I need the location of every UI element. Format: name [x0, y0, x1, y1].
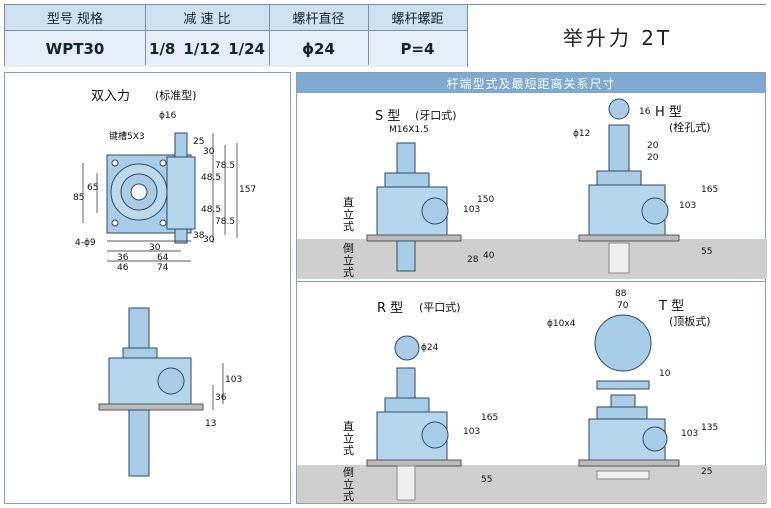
- dim-label: 30: [149, 243, 161, 253]
- dim-label: 78.5: [215, 217, 236, 227]
- dim-label: 13: [205, 419, 217, 429]
- hole-label: 4-ϕ9: [75, 238, 96, 248]
- dim-label: 10: [659, 369, 671, 379]
- inverted-label: 倒立式: [343, 242, 354, 279]
- dim-label: 48.5: [201, 205, 222, 215]
- t-type-note: (顶板式): [669, 315, 711, 328]
- dim-label: 25: [701, 467, 713, 477]
- dim-label: 48.5: [201, 173, 222, 183]
- dim-label: 30: [203, 147, 215, 157]
- dim-label: 38: [193, 231, 205, 241]
- r-type-note: (平口式): [419, 301, 461, 314]
- left-title: 双入力: [91, 89, 131, 104]
- header-pitch-title: 螺杆螺距: [368, 5, 467, 31]
- dim-label: 46: [117, 263, 129, 273]
- header-diameter-title: 螺杆直径: [269, 5, 368, 31]
- ratio-1: 1/8: [149, 40, 176, 58]
- t-type-name: T 型: [659, 299, 685, 314]
- h-type-name: H 型: [655, 105, 682, 120]
- left-title-note: (标准型): [155, 89, 197, 102]
- s-thread: M16X1.5: [389, 125, 429, 135]
- double-input-panel: 双入力 (标准型) ϕ16 键槽5X3 25: [4, 72, 291, 504]
- dim-label: 65: [87, 183, 99, 193]
- dim-label: 157: [239, 185, 257, 195]
- dim-label: 30: [203, 235, 215, 245]
- divider: [297, 281, 765, 282]
- dim-label: 28: [467, 255, 479, 265]
- rod-end-title: 杆端型式及最短距离关系尺寸: [297, 73, 765, 93]
- spec-header-table: 型号 规格 减 速 比 螺杆直径 螺杆螺距 WPT30 1/8 1/12 1/2…: [4, 4, 767, 67]
- dim-label: 20: [647, 141, 659, 151]
- upright-label: 直立式: [343, 196, 354, 233]
- header-ratio-title: 减 速 比: [145, 5, 269, 31]
- s-type-note: (牙口式): [415, 109, 457, 122]
- dim-label: 74: [157, 263, 169, 273]
- rod-end-drawings: [297, 98, 767, 503]
- dim-label: 55: [481, 475, 493, 485]
- ratio-2: 1/12: [183, 40, 221, 58]
- dim-label: 78.5: [215, 161, 236, 171]
- dim-label: 20: [647, 153, 659, 163]
- header-model-title: 型号 规格: [5, 5, 145, 31]
- rod-end-panel: 杆端型式及最短距离关系尺寸: [296, 72, 767, 504]
- dim-label: 135: [701, 423, 719, 433]
- r-type-name: R 型: [377, 301, 404, 316]
- dim-label: 70: [617, 301, 629, 311]
- dim-label: 103: [463, 427, 481, 437]
- t-holes: ϕ10x4: [547, 319, 576, 329]
- dim-label: 103: [225, 375, 243, 385]
- divider: [145, 5, 146, 65]
- ratio-values: 1/8 1/12 1/24: [145, 31, 269, 67]
- dim-label: 64: [157, 253, 169, 263]
- model-value: WPT30: [5, 31, 145, 67]
- dim-label: 165: [701, 185, 719, 195]
- dim-label: 36: [117, 253, 129, 263]
- dim-label: 88: [615, 289, 627, 299]
- inverted-label: 倒立式: [343, 466, 354, 503]
- dim-label: 36: [215, 393, 227, 403]
- dim-label: 55: [701, 247, 713, 257]
- r-dia: ϕ24: [421, 343, 439, 353]
- pitch-value: P=4: [368, 31, 467, 67]
- dim-label: 165: [481, 413, 499, 423]
- dim-label: 103: [679, 201, 697, 211]
- dim-label: 103: [681, 429, 699, 439]
- keyway-label: 键槽5X3: [109, 132, 145, 142]
- upright-label: 直立式: [343, 420, 354, 457]
- dim-label: 25: [193, 137, 205, 147]
- dim-label: 85: [73, 193, 85, 203]
- h-type-note: (栓孔式): [669, 121, 711, 134]
- diameter-value: ϕ24: [269, 31, 368, 67]
- dim-label: 40: [483, 251, 495, 261]
- s-type-name: S 型: [375, 109, 401, 124]
- dim-label: 103: [463, 205, 481, 215]
- dim-label: 150: [477, 195, 495, 205]
- shaft-dia: ϕ16: [159, 111, 177, 121]
- dim-label: 16: [639, 107, 651, 117]
- ratio-3: 1/24: [228, 40, 265, 58]
- h-hole: ϕ12: [573, 129, 591, 139]
- divider: [368, 5, 369, 65]
- divider: [269, 5, 270, 65]
- double-input-drawing: [82, 132, 238, 477]
- lift-force: 举升力 2T: [467, 5, 767, 67]
